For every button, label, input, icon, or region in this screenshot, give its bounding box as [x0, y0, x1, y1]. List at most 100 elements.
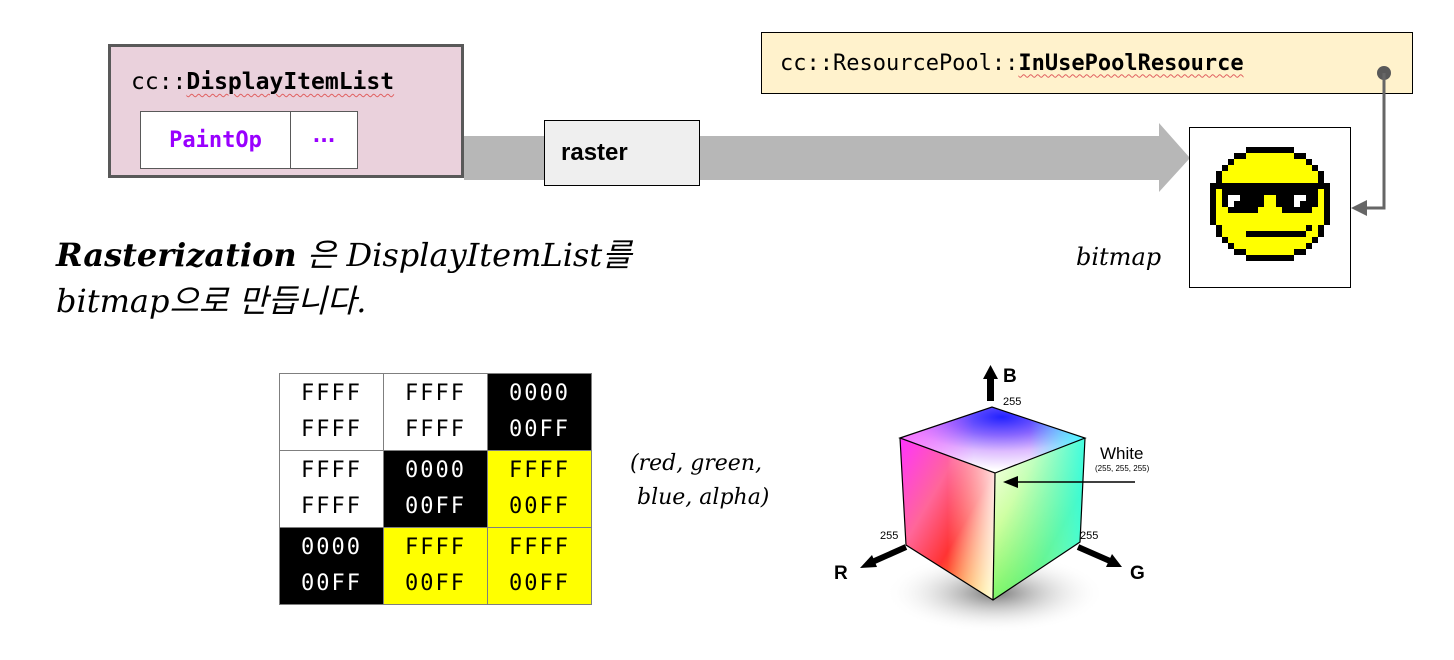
paint-op-item: PaintOp — [141, 112, 291, 168]
smiley-pixel — [1228, 237, 1234, 243]
smiley-pixel — [1276, 165, 1282, 171]
b-axis-label: B — [1003, 366, 1017, 387]
connector-arrowhead — [1351, 200, 1367, 216]
smiley-pixel — [1228, 225, 1234, 231]
smiley-pixel — [1282, 213, 1288, 219]
smiley-pixel — [1300, 159, 1306, 165]
smiley-pixel — [1216, 219, 1222, 225]
smiley-pixel — [1252, 225, 1258, 231]
smiley-pixel — [1288, 255, 1294, 261]
smiley-pixel — [1300, 183, 1306, 189]
smiley-pixel — [1270, 195, 1276, 201]
smiley-pixel — [1228, 195, 1234, 201]
smiley-pixel — [1276, 213, 1282, 219]
smiley-pixel — [1306, 165, 1312, 171]
smiley-pixel — [1288, 213, 1294, 219]
smiley-pixel — [1240, 183, 1246, 189]
smiley-pixel — [1324, 219, 1330, 225]
smiley-pixel — [1300, 177, 1306, 183]
smiley-pixel — [1252, 147, 1258, 153]
pixel-cell-bottom-value: 00FF — [509, 571, 570, 596]
pixel-cell-top-value: 0000 — [301, 535, 362, 560]
smiley-pixel — [1222, 171, 1228, 177]
smiley-pixel — [1240, 231, 1246, 237]
smiley-pixel — [1252, 159, 1258, 165]
smiley-pixel — [1264, 183, 1270, 189]
display-item-list-box: cc::DisplayItemList PaintOp ··· — [108, 44, 464, 178]
smiley-pixel — [1234, 159, 1240, 165]
pixel-cell-top-value: FFFF — [405, 381, 466, 406]
smiley-pixel — [1222, 219, 1228, 225]
smiley-pixel — [1306, 159, 1312, 165]
pixel-cell-top-value: FFFF — [405, 535, 466, 560]
smiley-pixel — [1234, 249, 1240, 255]
smiley-pixel — [1258, 237, 1264, 243]
smiley-pixel — [1270, 183, 1276, 189]
smiley-pixel — [1246, 177, 1252, 183]
smiley-pixel — [1222, 183, 1228, 189]
pixel-cell-bottom-value: 00FF — [405, 494, 466, 519]
smiley-pixel — [1282, 231, 1288, 237]
smiley-pixel — [1252, 189, 1258, 195]
smiley-pixel — [1252, 219, 1258, 225]
smiley-pixel — [1288, 153, 1294, 159]
smiley-pixel — [1264, 255, 1270, 261]
smiley-pixel — [1222, 213, 1228, 219]
smiley-pixel — [1306, 213, 1312, 219]
smiley-pixel — [1264, 147, 1270, 153]
b-axis-max: 255 — [1003, 396, 1021, 408]
smiley-pixel — [1252, 171, 1258, 177]
r-axis-max: 255 — [880, 530, 898, 542]
smiley-pixel — [1270, 249, 1276, 255]
smiley-pixel — [1228, 183, 1234, 189]
smiley-pixel — [1264, 213, 1270, 219]
smiley-pixel — [1294, 219, 1300, 225]
white-pointer-arrowhead — [1003, 476, 1018, 488]
smiley-pixel — [1246, 171, 1252, 177]
smiley-pixel — [1228, 207, 1234, 213]
smiley-pixel — [1258, 171, 1264, 177]
connector-line — [1366, 73, 1386, 210]
smiley-pixel — [1312, 165, 1318, 171]
white-label: White — [1100, 444, 1143, 463]
smiley-pixel — [1276, 159, 1282, 165]
smiley-pixel — [1234, 237, 1240, 243]
smiley-pixel — [1276, 207, 1282, 213]
smiley-pixel — [1300, 231, 1306, 237]
smiley-pixel — [1264, 165, 1270, 171]
smiley-pixel — [1246, 255, 1252, 261]
smiley-pixel — [1258, 213, 1264, 219]
smiley-pixel — [1276, 183, 1282, 189]
smiley-pixel — [1270, 171, 1276, 177]
smiley-pixel — [1264, 153, 1270, 159]
smiley-pixel — [1258, 183, 1264, 189]
smiley-pixel — [1222, 177, 1228, 183]
smiley-pixel — [1264, 243, 1270, 249]
smiley-pixel — [1222, 231, 1228, 237]
rasterization-caption: Rasterization 은 DisplayItemList를 bitmap으… — [56, 232, 756, 324]
smiley-pixel — [1288, 177, 1294, 183]
smiley-pixel — [1288, 189, 1294, 195]
smiley-pixel — [1258, 207, 1264, 213]
smiley-pixel — [1234, 243, 1240, 249]
smiley-pixel — [1252, 195, 1258, 201]
smiley-pixel — [1252, 255, 1258, 261]
smiley-pixel — [1264, 195, 1270, 201]
smiley-pixel — [1252, 177, 1258, 183]
smiley-pixel — [1228, 243, 1234, 249]
smiley-pixel — [1270, 237, 1276, 243]
smiley-pixel — [1282, 159, 1288, 165]
smiley-pixel — [1282, 201, 1288, 207]
smiley-pixel — [1246, 183, 1252, 189]
display-item-list-class-name: DisplayItemList — [186, 69, 395, 95]
smiley-pixel — [1270, 153, 1276, 159]
smiley-pixel — [1318, 195, 1324, 201]
smiley-pixel — [1246, 219, 1252, 225]
smiley-pixel — [1300, 171, 1306, 177]
smiley-pixel — [1264, 189, 1270, 195]
smiley-pixel — [1252, 213, 1258, 219]
